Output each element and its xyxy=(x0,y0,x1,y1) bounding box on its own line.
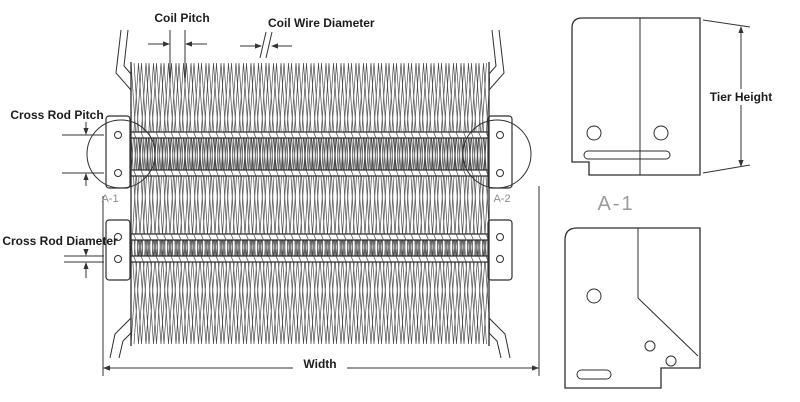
dimension-arrow xyxy=(103,365,110,371)
edge-plate xyxy=(105,219,131,281)
label-cross-rod-diameter: Cross Rod Diameter xyxy=(2,234,118,248)
label-width: Width xyxy=(303,357,336,371)
dimension-arrow xyxy=(185,41,192,47)
dimension-arrow xyxy=(163,41,170,47)
label-detail-a1: A-1 xyxy=(101,193,118,205)
coil-band-wire xyxy=(133,62,487,175)
plate-slot xyxy=(583,150,671,160)
coil-band-wire xyxy=(130,62,490,175)
label-coil-pitch: Coil Pitch xyxy=(154,11,209,25)
plate-hole xyxy=(586,288,602,304)
detail-plate-outline xyxy=(571,17,701,176)
label-coil-wire-diameter: Coil Wire Diameter xyxy=(268,16,375,30)
belt-edges xyxy=(109,29,511,359)
detail-circle-a1 xyxy=(86,119,156,189)
detail-view-bottom xyxy=(564,227,701,389)
selvage-tab xyxy=(118,332,132,359)
rivet-hole xyxy=(496,233,504,241)
cross-rods xyxy=(118,131,498,263)
cross-rod xyxy=(118,256,498,262)
tier-height-label-bg xyxy=(709,89,773,105)
dimension-arrow xyxy=(83,173,89,180)
edge-plates xyxy=(105,115,513,281)
cross-rod xyxy=(118,170,498,176)
dimension-arrow xyxy=(271,43,278,49)
label-cross-rod-pitch: Cross Rod Pitch xyxy=(10,108,103,122)
detail-callout-circles xyxy=(86,119,532,189)
selvage-tab xyxy=(488,29,505,91)
edge-plate xyxy=(105,115,131,189)
label-tier-height: Tier Height xyxy=(710,90,772,104)
selvage-tab xyxy=(115,29,132,91)
coil-band-wire xyxy=(130,235,490,345)
detail-plate-outline xyxy=(564,227,701,389)
dimension-arrow xyxy=(255,43,262,49)
detail-circle-a2 xyxy=(462,119,532,189)
plate-hole xyxy=(644,340,656,352)
rivet-hole xyxy=(114,255,122,263)
selvage-tab xyxy=(488,332,502,359)
dimension-arrow xyxy=(83,249,89,256)
dimension-arrow xyxy=(83,262,89,269)
edge-plate xyxy=(487,115,513,189)
rivet-hole xyxy=(496,255,504,263)
detail-view-top xyxy=(571,17,701,176)
selvage-tab xyxy=(488,29,497,75)
cross-rod xyxy=(118,132,498,138)
selvage-tab xyxy=(123,29,132,75)
dimension-arrow xyxy=(738,160,744,167)
rivet-hole xyxy=(114,233,122,241)
cross-rod xyxy=(118,234,498,240)
plate-hole xyxy=(665,355,677,367)
plate-slot xyxy=(576,369,612,380)
rivet-hole xyxy=(114,131,122,139)
edge-plate xyxy=(487,219,513,281)
width-label-bg xyxy=(293,356,347,371)
plate-fold-line xyxy=(637,228,699,357)
coil-band-wire xyxy=(133,235,487,345)
plate-hole xyxy=(653,125,669,141)
rivet-hole xyxy=(496,169,504,177)
rivet-hole xyxy=(114,169,122,177)
selvage-tab xyxy=(109,317,132,359)
dimension-arrow xyxy=(738,26,744,33)
belt-mesh xyxy=(130,62,490,345)
label-detail-view-a1: A-1 xyxy=(597,193,634,215)
label-detail-a2: A-2 xyxy=(493,193,510,205)
dimension-arrow xyxy=(83,128,89,135)
coil-band-wire xyxy=(130,235,490,345)
selvage-tab xyxy=(488,317,511,359)
plate-hole xyxy=(586,125,602,141)
rivet-hole xyxy=(496,131,504,139)
dimension-arrow xyxy=(532,365,539,371)
